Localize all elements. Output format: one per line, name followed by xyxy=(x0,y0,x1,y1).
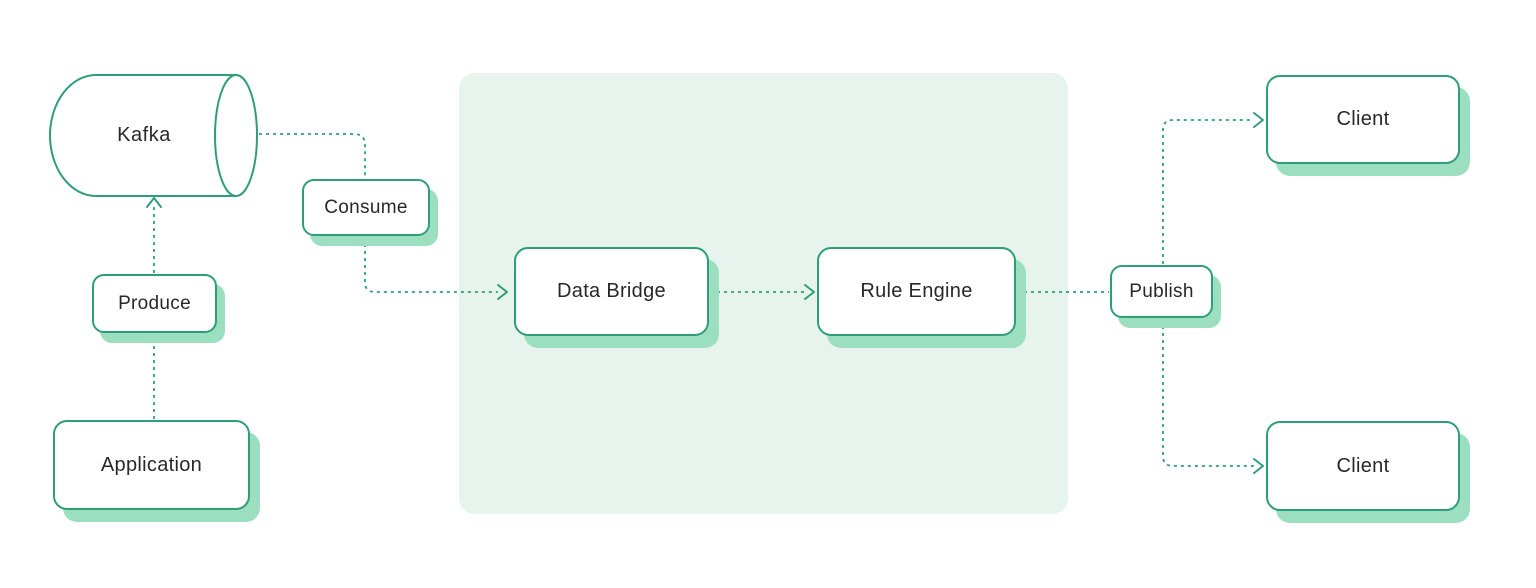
node-kafka-label: Kafka xyxy=(117,123,171,146)
arrowhead-right-icon xyxy=(497,284,508,300)
node-publish-label: Publish xyxy=(1129,280,1194,302)
node-client-bottom-label: Client xyxy=(1336,454,1390,477)
node-data-bridge: Data Bridge xyxy=(514,247,709,336)
node-rule-engine-label: Rule Engine xyxy=(860,280,973,302)
node-client-top-label: Client xyxy=(1336,108,1390,130)
node-rule-engine: Rule Engine xyxy=(817,247,1016,336)
arrowhead-right-icon xyxy=(804,284,815,300)
kafka-cylinder xyxy=(49,74,258,197)
edge-publish-client-top xyxy=(1162,119,1254,264)
edge-kafka-consume xyxy=(259,133,366,178)
kafka-cylinder-cap xyxy=(214,74,258,197)
node-application: Application xyxy=(53,420,250,510)
arrowhead-up-icon xyxy=(146,197,162,208)
node-consume: Consume xyxy=(302,179,430,236)
edge-consume-data-bridge xyxy=(364,237,498,293)
node-produce-label: Produce xyxy=(118,292,191,314)
kafka-cylinder-body xyxy=(49,74,236,197)
node-client-top: Client xyxy=(1266,75,1460,164)
arrowhead-right-icon xyxy=(1253,458,1264,474)
node-client-bottom: Client xyxy=(1266,421,1460,511)
node-produce: Produce xyxy=(92,274,217,333)
arrowhead-right-icon xyxy=(1253,112,1264,128)
edge-publish-client-bottom xyxy=(1162,319,1254,467)
node-application-label: Application xyxy=(100,453,203,476)
node-data-bridge-label: Data Bridge xyxy=(557,280,666,302)
node-publish: Publish xyxy=(1110,265,1213,318)
node-consume-label: Consume xyxy=(324,196,408,218)
